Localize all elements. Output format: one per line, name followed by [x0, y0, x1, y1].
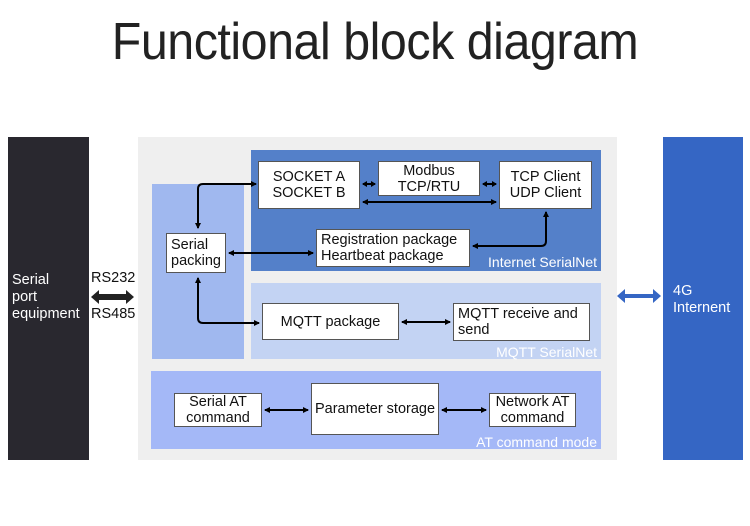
label-line: SOCKET A: [272, 169, 346, 185]
internet-serialnet-caption: Internet SerialNet: [488, 254, 597, 270]
socket-box: SOCKET A SOCKET B: [258, 161, 360, 209]
serial-packing-box: Serial packing: [166, 233, 226, 273]
label-line: command: [186, 410, 250, 426]
at-command-mode-caption: AT command mode: [476, 434, 597, 450]
mqtt-receive-send-box: MQTT receive and send: [453, 303, 590, 341]
label-line: packing: [171, 253, 221, 269]
mqtt-serialnet-caption: MQTT SerialNet: [496, 344, 597, 360]
label-line: Registration package: [321, 232, 458, 248]
label-line: port: [12, 289, 37, 305]
label-line: Serial AT: [189, 394, 247, 410]
label-line: UDP Client: [509, 185, 582, 201]
label-line: SOCKET B: [272, 185, 346, 201]
registration-heartbeat-box: Registration package Heartbeat package: [316, 229, 470, 267]
label-line: equipment: [12, 306, 80, 322]
4g-internet-label: 4G Internent: [673, 283, 730, 317]
label-line: Network AT: [495, 394, 570, 410]
serial-port-equipment-block: Serial port equipment: [8, 137, 89, 460]
parameter-storage-box: Parameter storage: [311, 383, 439, 435]
mqtt-package-box: MQTT package: [262, 303, 399, 340]
serial-port-equipment-label: Serial port equipment: [12, 272, 80, 323]
label-line: send: [458, 322, 490, 338]
modbus-box: Modbus TCP/RTU: [378, 161, 480, 196]
tcp-udp-client-box: TCP Client UDP Client: [499, 161, 592, 209]
diagram-title: Functional block diagram: [111, 13, 639, 71]
label-line: 4G: [673, 283, 693, 299]
label-line: MQTT package: [280, 313, 381, 330]
label-line: Serial: [171, 237, 209, 253]
serial-at-command-box: Serial AT command: [174, 393, 262, 427]
label-line: Heartbeat package: [321, 248, 444, 264]
label-line: command: [500, 410, 565, 426]
network-at-command-box: Network AT command: [489, 393, 576, 427]
label-line: Parameter storage: [314, 401, 436, 417]
label-line: Modbus: [403, 162, 455, 179]
label-line: TCP Client: [510, 169, 581, 185]
label-line: TCP/RTU: [397, 178, 461, 195]
rs485-label: RS485: [91, 306, 136, 322]
label-line: Internent: [673, 300, 731, 316]
label-line: Serial: [12, 272, 50, 288]
rs232-label: RS232: [91, 270, 136, 286]
4g-internet-block: 4G Internent: [663, 137, 743, 460]
4g-link-arrow: [617, 289, 661, 303]
label-line: MQTT receive and: [458, 306, 578, 322]
serial-link-arrow: [91, 290, 134, 304]
